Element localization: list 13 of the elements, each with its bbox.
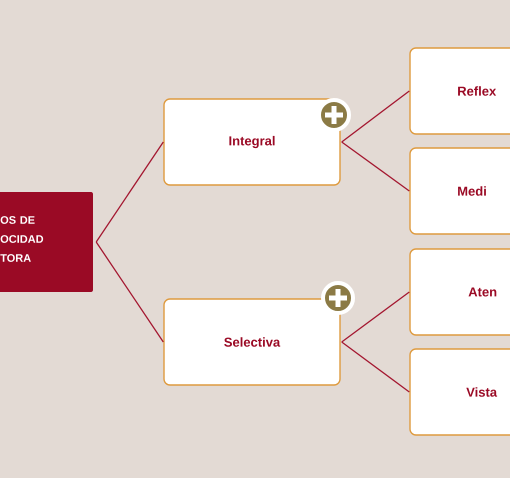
connector-line (341, 291, 410, 343)
connector-line (96, 142, 164, 242)
connector-line (96, 242, 164, 342)
subtopic-box: Selectiva (163, 298, 341, 386)
subtopic-box: Medi (409, 147, 510, 235)
connector-line (341, 90, 410, 143)
subtopic-box: Reflex (409, 47, 510, 135)
subtopic-box: Integral (163, 98, 341, 186)
connector-line (341, 341, 410, 393)
subtopic-box: Vista (409, 348, 510, 436)
topic-box: OS DE OCIDAD TORA (0, 192, 93, 292)
subtopic-box: Aten (409, 248, 510, 336)
connector-line (341, 141, 410, 192)
